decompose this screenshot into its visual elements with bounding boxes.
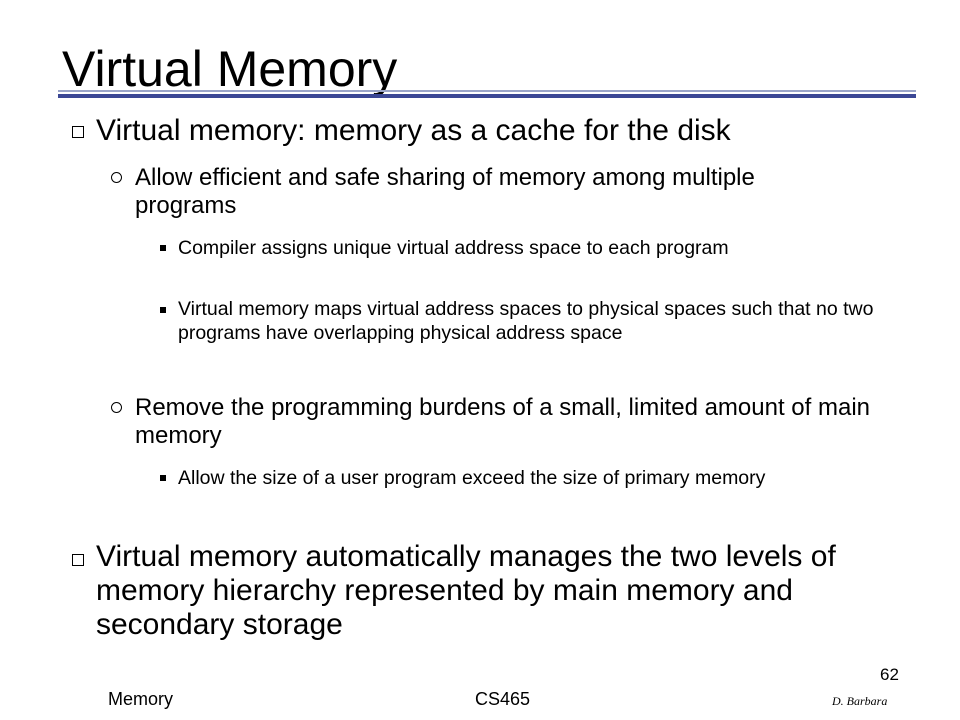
title-rule (58, 94, 916, 98)
bullet-level1-text: Virtual memory: memory as a cache for th… (96, 114, 731, 147)
square-bullet-icon (72, 126, 84, 138)
footer-author: D. Barbara (832, 694, 888, 708)
slide-title: Virtual Memory (62, 41, 398, 97)
hollow-circle-bullet-icon (111, 402, 122, 413)
square-filled-bullet-icon (160, 475, 166, 481)
square-bullet-icon (72, 554, 84, 566)
hollow-circle-bullet-icon (111, 172, 122, 183)
bullet-level2-text: Remove the programming burdens of a smal… (135, 394, 870, 449)
footer-course: CS465 (475, 689, 531, 709)
page-number: 62 (880, 665, 899, 684)
footer-topic: Memory (108, 689, 174, 709)
bullet-level1-text: Virtual memory automatically manages the… (96, 540, 836, 641)
title-rule-light (58, 90, 916, 92)
bullet-level3-text: Compiler assigns unique virtual address … (178, 237, 729, 259)
bullet-level3-text: Allow the size of a user program exceed … (178, 467, 766, 489)
bullet-level3-text: Virtual memory maps virtual address spac… (178, 298, 874, 344)
bullet-level2-text: Allow efficient and safe sharing of memo… (135, 164, 755, 219)
square-filled-bullet-icon (160, 307, 166, 313)
square-filled-bullet-icon (160, 245, 166, 251)
